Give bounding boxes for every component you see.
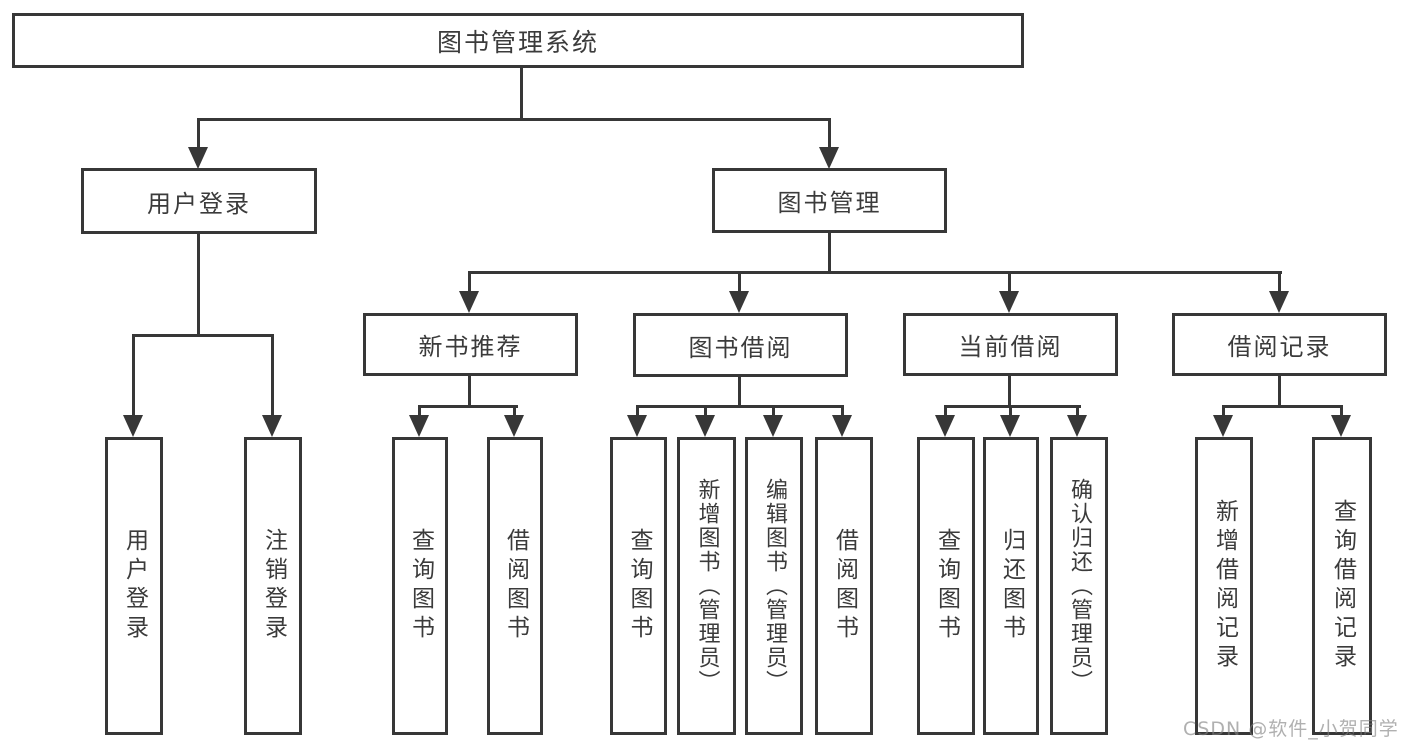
edge-to-book-borrow — [738, 271, 741, 293]
edge-root-stem — [520, 68, 523, 120]
edge-to-login-leaf — [132, 334, 135, 417]
edge-to-user-login — [197, 118, 200, 150]
node-book-borrow: 图书借阅 — [633, 313, 848, 377]
arrowhead-cb-child2 — [1000, 415, 1020, 437]
edge-to-borrow-records — [1278, 271, 1281, 293]
edge-to-current-borrow — [1008, 271, 1011, 293]
edge-cb-child1 — [944, 405, 947, 417]
arrowhead-bb-child3 — [763, 415, 783, 437]
arrowhead-br-child2 — [1331, 415, 1351, 437]
edge-nb-child2 — [513, 405, 516, 417]
node-borrow-records: 借阅记录 — [1172, 313, 1387, 376]
node-book-mgmt: 图书管理 — [712, 168, 947, 233]
leaf-bb-query-books: 查询图书 — [610, 437, 667, 735]
arrowhead-user-login — [188, 147, 208, 169]
edge-cb-child2 — [1009, 405, 1012, 417]
leaf-cb-confirm-return-admin: 确认归还（管理员） — [1050, 437, 1108, 735]
leaf-nb-query-books: 查询图书 — [392, 437, 448, 735]
edge-new-books-rail — [418, 405, 518, 408]
leaf-cb-query-books: 查询图书 — [917, 437, 975, 735]
arrowhead-cb-child3 — [1067, 415, 1087, 437]
arrowhead-borrow-records — [1269, 291, 1289, 313]
edge-bb-child4 — [841, 405, 844, 417]
arrowhead-bb-child2 — [695, 415, 715, 437]
arrowhead-login-leaf — [123, 415, 143, 437]
edge-to-logout-leaf — [271, 334, 274, 417]
edge-book-mgmt-rail — [468, 271, 1282, 274]
arrowhead-book-mgmt — [819, 147, 839, 169]
arrowhead-cb-child1 — [935, 415, 955, 437]
leaf-nb-borrow-books: 借阅图书 — [487, 437, 543, 735]
arrowhead-br-child1 — [1213, 415, 1233, 437]
edge-nb-child1 — [418, 405, 421, 417]
edge-to-book-mgmt — [828, 118, 831, 150]
edge-user-login-stem — [197, 234, 200, 336]
arrowhead-new-books — [459, 291, 479, 313]
edge-bb-child2 — [704, 405, 707, 417]
edge-br-child1 — [1222, 405, 1225, 417]
edge-to-new-books — [468, 271, 471, 293]
edge-new-books-stem — [468, 376, 471, 408]
leaf-bb-borrow-books: 借阅图书 — [815, 437, 873, 735]
leaf-bb-edit-books-admin: 编辑图书（管理员） — [745, 437, 803, 735]
leaf-logout: 注销登录 — [244, 437, 302, 735]
edge-book-borrow-stem — [738, 377, 741, 408]
node-current-borrow: 当前借阅 — [903, 313, 1118, 376]
node-library-system: 图书管理系统 — [12, 13, 1024, 68]
edge-br-child2 — [1340, 405, 1343, 417]
edge-cb-child3 — [1076, 405, 1079, 417]
leaf-bb-add-books-admin: 新增图书（管理员） — [677, 437, 736, 735]
edge-root-rail — [197, 118, 831, 121]
edge-borrow-records-rail — [1222, 405, 1343, 408]
arrowhead-logout-leaf — [262, 415, 282, 437]
arrowhead-bb-child4 — [832, 415, 852, 437]
node-new-books: 新书推荐 — [363, 313, 578, 376]
edge-book-borrow-rail — [636, 405, 844, 408]
edge-bb-child3 — [772, 405, 775, 417]
arrowhead-current-borrow — [999, 291, 1019, 313]
csdn-watermark: CSDN @软件_小贺同学 — [1183, 718, 1399, 740]
arrowhead-book-borrow — [729, 291, 749, 313]
edge-bb-child1 — [636, 405, 639, 417]
edge-book-mgmt-stem — [828, 233, 831, 274]
node-user-login: 用户登录 — [81, 168, 317, 234]
leaf-br-query-record: 查询借阅记录 — [1312, 437, 1372, 735]
arrowhead-bb-child1 — [627, 415, 647, 437]
leaf-user-login: 用户登录 — [105, 437, 163, 735]
arrowhead-nb-child1 — [409, 415, 429, 437]
leaf-br-add-record: 新增借阅记录 — [1195, 437, 1253, 735]
arrowhead-nb-child2 — [504, 415, 524, 437]
edge-current-borrow-rail — [944, 405, 1081, 408]
leaf-cb-return-books: 归还图书 — [983, 437, 1039, 735]
edge-current-borrow-stem — [1008, 376, 1011, 408]
edge-borrow-records-stem — [1278, 376, 1281, 408]
edge-user-login-rail — [132, 334, 274, 337]
